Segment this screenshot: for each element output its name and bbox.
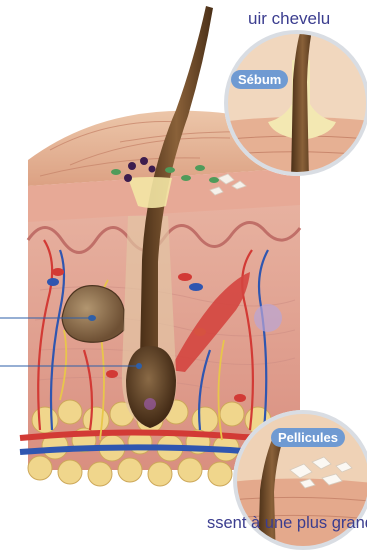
- sebaceous-gland: [62, 286, 124, 343]
- sebum-label: Sébum: [231, 70, 288, 89]
- bottom-text-line: ssent à une plus grande: [207, 513, 367, 534]
- pellicules-label: Pellicules: [271, 428, 345, 447]
